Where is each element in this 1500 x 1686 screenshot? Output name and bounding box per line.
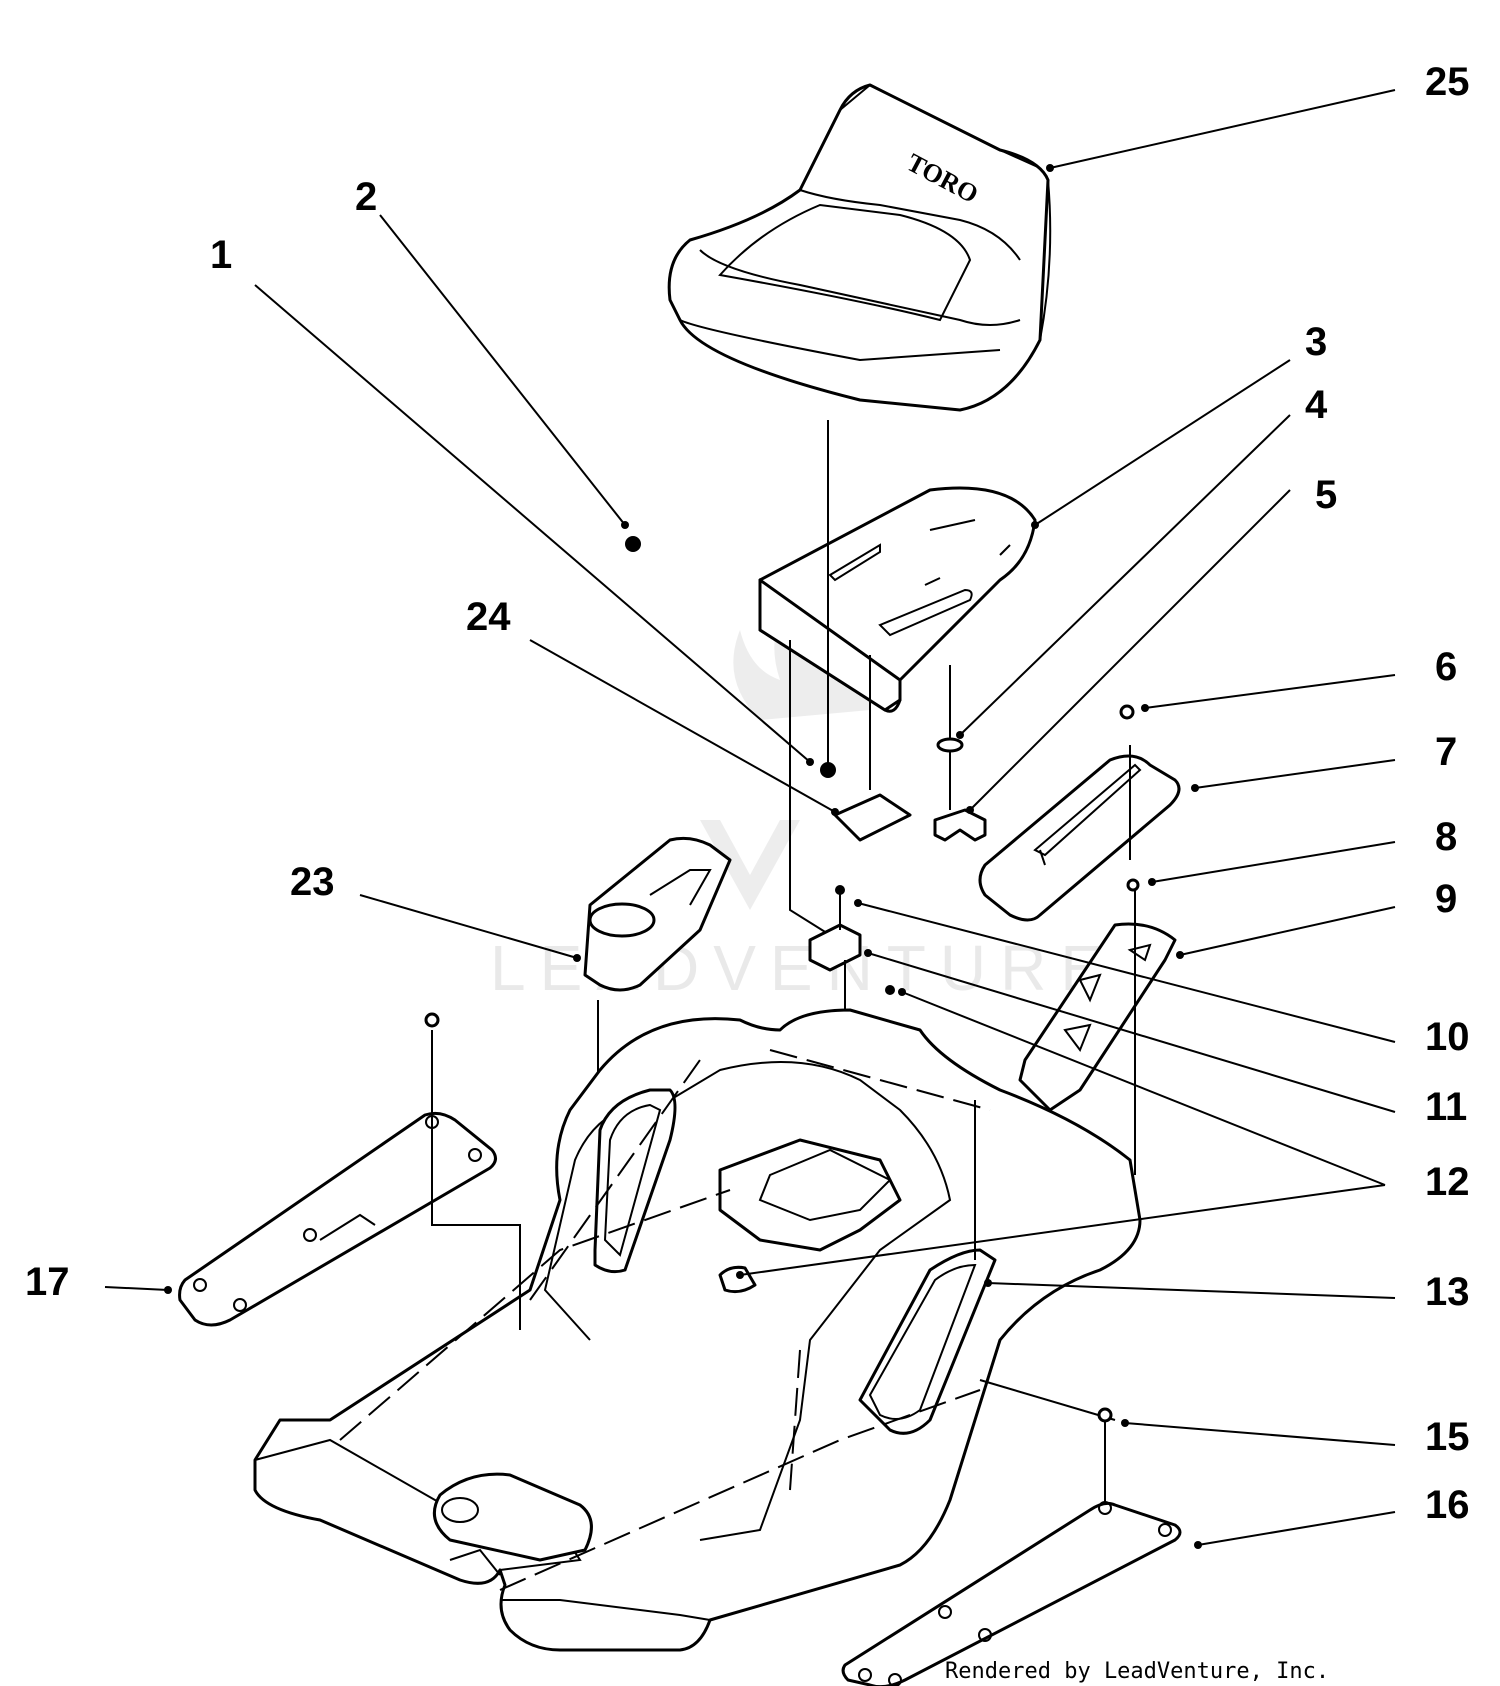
callout-11: 11	[1425, 1085, 1467, 1129]
plate-axis-line	[789, 640, 831, 936]
bolt-1	[820, 762, 836, 778]
nut-12	[885, 985, 895, 995]
left-plate-axis-line	[431, 1030, 521, 1330]
outline-dash-1	[339, 1189, 731, 1441]
credit-text: Rendered by LeadVenture, Inc.	[945, 1659, 1329, 1684]
callout-1: 1	[210, 233, 232, 277]
callout-3: 3	[1305, 320, 1327, 364]
callout-16: 16	[1425, 1483, 1470, 1527]
seat-adjust-plate	[1018, 922, 1177, 1112]
callout-13: 13	[1425, 1270, 1470, 1314]
callout-24: 24	[466, 595, 511, 639]
callout-9: 9	[1435, 877, 1457, 921]
callout-23: 23	[290, 860, 335, 904]
callout-12: 12	[1425, 1160, 1470, 1204]
cup-holder	[583, 836, 732, 992]
leader-lines	[104, 89, 1396, 1549]
outline-dash-3	[529, 1059, 701, 1301]
callout-8: 8	[1435, 815, 1457, 859]
callout-4: 4	[1305, 383, 1328, 427]
callout-5: 5	[1315, 473, 1337, 517]
screw-8	[1126, 878, 1140, 892]
outline-dash-5	[789, 1349, 801, 1491]
nut-2	[625, 536, 641, 552]
washer-4	[936, 737, 964, 753]
left-floor-plate	[178, 1111, 497, 1327]
callout-labels: 25 2 1 3 4 5 24 6 7 8 9 23 10 11 12 13 1…	[25, 60, 1470, 1527]
seat-adjust-cover	[978, 754, 1181, 922]
callout-25: 25	[1425, 60, 1470, 104]
bolt-10	[835, 885, 845, 895]
callout-17: 17	[25, 1260, 70, 1304]
pad-24	[833, 793, 912, 842]
callout-15: 15	[1425, 1415, 1470, 1459]
seat: TORO	[667, 83, 1052, 412]
callout-7: 7	[1435, 730, 1457, 774]
outline-dash-2	[499, 1389, 981, 1591]
callout-6: 6	[1435, 645, 1457, 689]
screw-left	[424, 1012, 440, 1028]
callout-10: 10	[1425, 1015, 1470, 1059]
screw-15	[1097, 1407, 1113, 1423]
knob-5	[933, 808, 987, 842]
screw-6	[1119, 704, 1135, 720]
callout-2: 2	[355, 175, 377, 219]
fender-axis-line-2	[979, 1379, 1116, 1421]
outline-dash-4	[769, 1049, 991, 1111]
fender-body	[253, 1008, 1142, 1652]
